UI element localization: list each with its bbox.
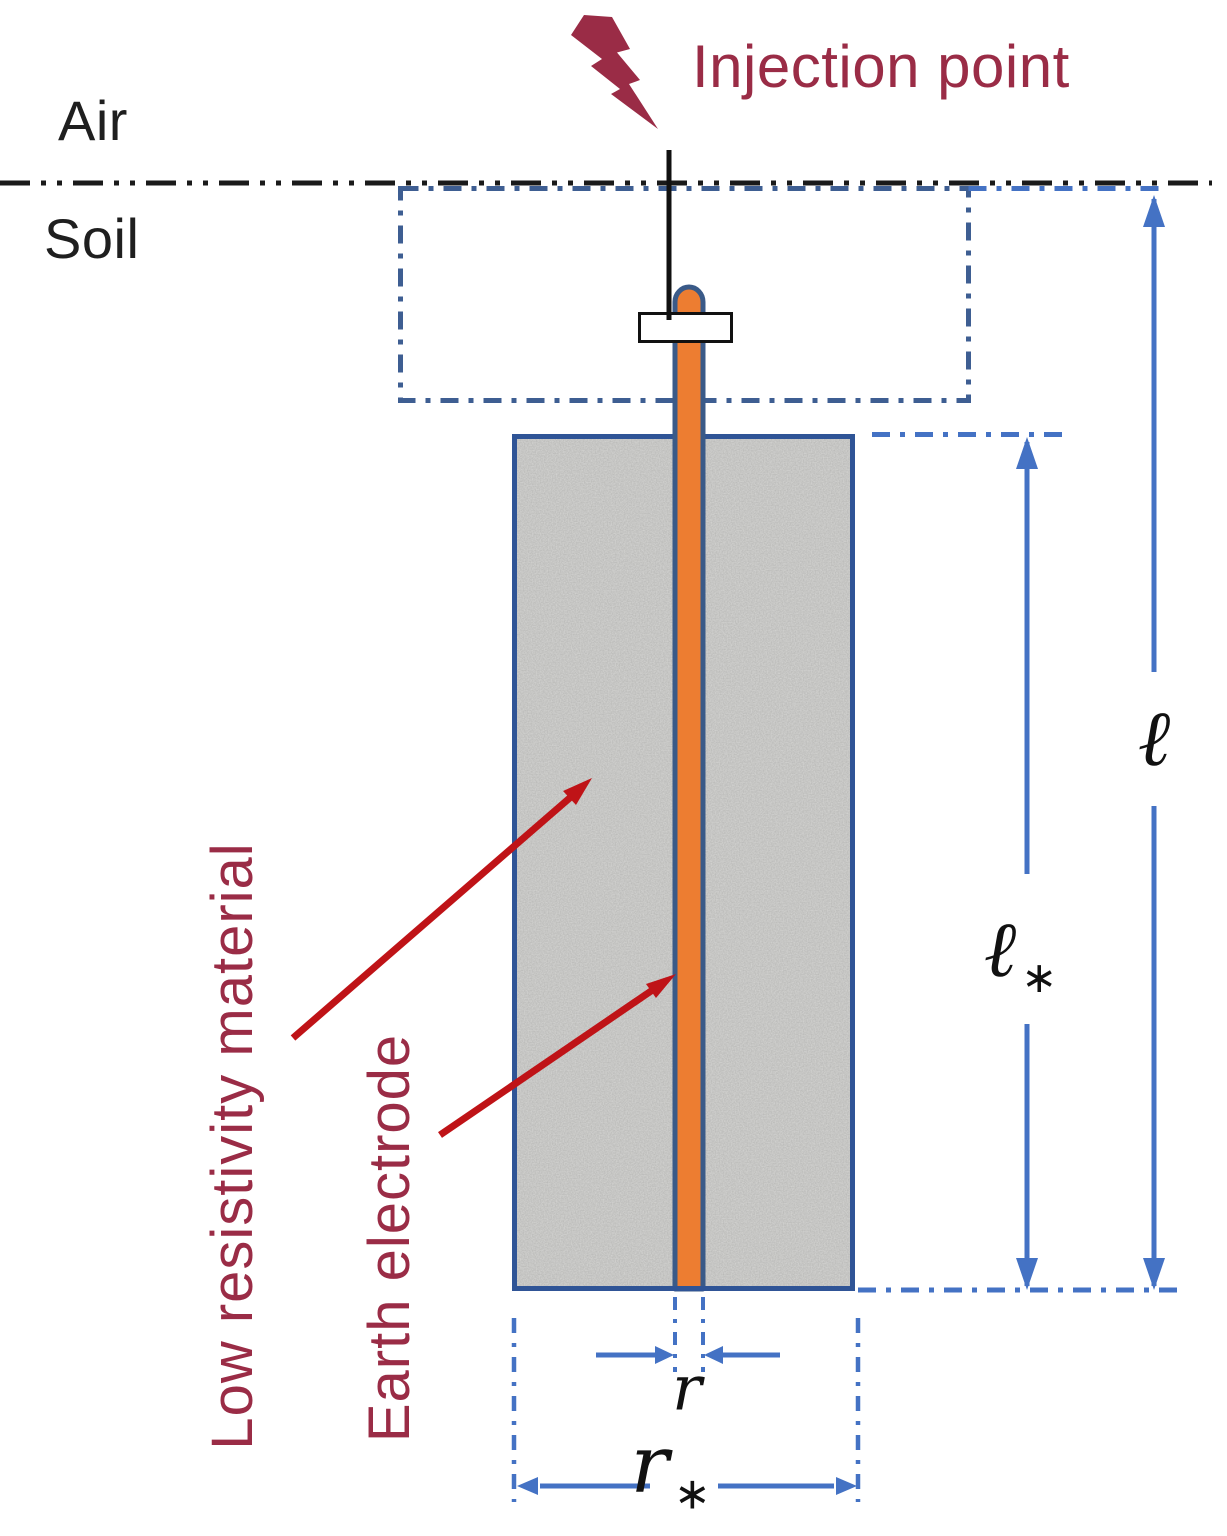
length-total-glyph: ℓ <box>1137 694 1171 784</box>
earth-electrode-rod <box>672 284 706 1292</box>
dimension-arrow-length-total <box>1143 195 1165 1290</box>
dimension-arrow-length-backfill <box>1016 437 1038 1290</box>
radius-backfill-symbol: r∗ <box>630 1417 710 1520</box>
air-label: Air <box>58 89 128 152</box>
radius-backfill-glyph: r <box>630 1417 669 1511</box>
lightning-bolt-icon <box>571 15 658 129</box>
length-backfill-glyph: ℓ <box>983 905 1017 995</box>
dimension-arrow-radius-electrode <box>596 1346 780 1364</box>
low-resistivity-material-label: Low resistivity material <box>200 842 265 1450</box>
radius-electrode-symbol: r <box>672 1352 702 1425</box>
earth-electrode-label: Earth electrode <box>357 1033 422 1443</box>
dimension-arrow-radius-backfill <box>517 1477 857 1495</box>
electrode-clamp-collar <box>638 312 733 343</box>
length-total-symbol: ℓ <box>1138 694 1171 784</box>
radius-electrode-glyph: r <box>672 1351 702 1425</box>
backfill-callout-arrow <box>290 778 592 1041</box>
injection-point-label: Injection point <box>692 33 1070 100</box>
length-backfill-subscript: ∗ <box>1021 953 1058 1004</box>
soil-label: Soil <box>44 207 140 270</box>
electrode-callout-arrow <box>438 974 676 1138</box>
length-backfill-symbol: ℓ∗ <box>983 905 1058 1003</box>
radius-backfill-subscript: ∗ <box>673 1468 711 1520</box>
